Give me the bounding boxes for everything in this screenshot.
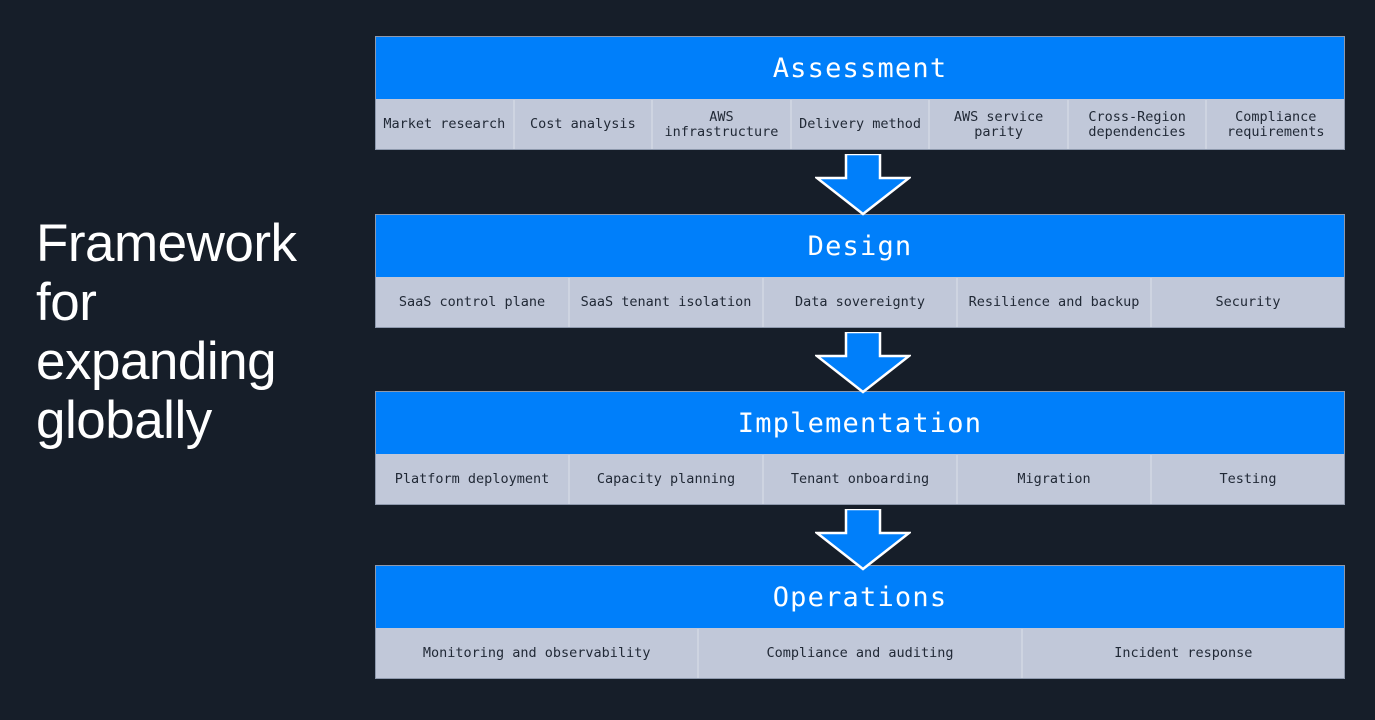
- stage-header-design: Design: [376, 215, 1344, 277]
- down-arrow-icon: [815, 154, 911, 216]
- stage-item[interactable]: Capacity planning: [570, 455, 764, 504]
- stage-item[interactable]: Security: [1215, 294, 1281, 310]
- stage-item[interactable]: Data sovereignty: [764, 278, 958, 327]
- stage-item[interactable]: Resilience and backup: [958, 278, 1152, 327]
- stage-item[interactable]: Testing: [1219, 471, 1277, 487]
- stage-item[interactable]: AWS infrastructure: [653, 100, 792, 149]
- stage-item[interactable]: Compliance and auditing: [699, 629, 1023, 678]
- stage-item[interactable]: AWS service parity: [930, 100, 1069, 149]
- stage-item[interactable]: Market research: [376, 100, 515, 149]
- stage-item[interactable]: Incident response: [1114, 645, 1253, 661]
- stage-header-operations: Operations: [376, 566, 1344, 628]
- stage-item[interactable]: Monitoring and observability: [376, 629, 700, 678]
- down-arrow-icon: [815, 332, 911, 394]
- stage-item[interactable]: Delivery method: [792, 100, 931, 149]
- stage-item[interactable]: Cost analysis: [515, 100, 654, 149]
- stage-header-implementation: Implementation: [376, 392, 1344, 454]
- stage-title-design: Design: [807, 230, 913, 262]
- down-arrow-icon: [815, 509, 911, 571]
- stage-item[interactable]: Compliance requirements: [1226, 108, 1325, 140]
- stage-header-assessment: Assessment: [376, 37, 1344, 99]
- stage-item[interactable]: SaaS control plane: [376, 278, 570, 327]
- stage-item[interactable]: SaaS tenant isolation: [570, 278, 764, 327]
- stage-title-operations: Operations: [772, 581, 948, 613]
- stage-title-implementation: Implementation: [737, 407, 983, 439]
- stage-item[interactable]: Migration: [958, 455, 1152, 504]
- page-title: Framework for expanding globally: [36, 214, 297, 450]
- stage-title-assessment: Assessment: [772, 52, 948, 84]
- stage-item[interactable]: Cross-Region dependencies: [1069, 100, 1208, 149]
- stage-item[interactable]: Platform deployment: [376, 455, 570, 504]
- stage-item[interactable]: Tenant onboarding: [764, 455, 958, 504]
